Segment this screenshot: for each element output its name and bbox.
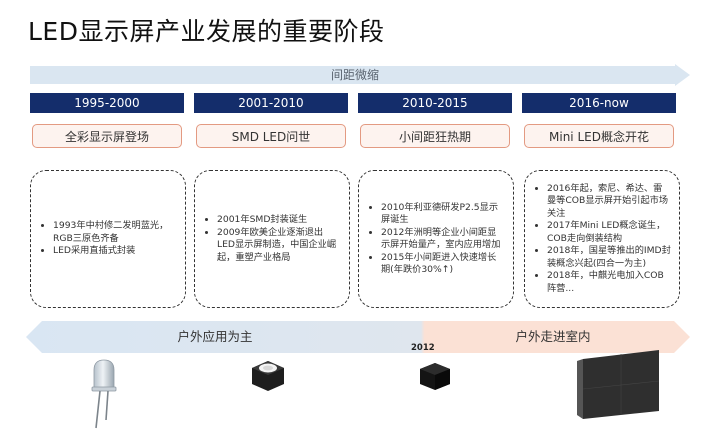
detail-item: LED采用直插式封装	[53, 245, 177, 258]
detail-item: 2009年欧美企业逐渐退出LED显示屏制造，中国企业崛起，重塑产业格局	[217, 227, 341, 265]
smd-led-image	[252, 361, 284, 391]
detail-item: 2010年利亚德研发P2.5显示屏诞生	[381, 202, 505, 227]
milestone-2: SMD LED问世	[196, 124, 346, 148]
detail-box-1: 1993年中村修二发明蓝光，RGB三原色齐备 LED采用直插式封装	[30, 170, 186, 308]
application-shift-arrow	[26, 321, 690, 353]
detail-item: 2016年起，索尼、希达、雷曼等COB显示屏开始引起市场关注	[547, 183, 671, 221]
detail-item: 2001年SMD封装诞生	[217, 214, 341, 227]
detail-box-3: 2010年利亚德研发P2.5显示屏诞生 2012年洲明等企业小间距显示屏开始量产…	[358, 170, 514, 308]
detail-item: 1993年中村修二发明蓝光，RGB三原色齐备	[53, 220, 177, 245]
page-title: LED显示屏产业发展的重要阶段	[28, 17, 385, 46]
milestone-3: 小间距狂热期	[360, 124, 510, 148]
period-header-3: 2010-2015	[358, 93, 512, 113]
display-cabinet-image	[577, 350, 660, 419]
outdoor-label: 户外应用为主	[177, 329, 253, 344]
period-header-1: 1995-2000	[30, 93, 184, 113]
milestone-4: Mini LED概念开花	[524, 124, 674, 148]
year-marker: 2012	[411, 343, 435, 353]
period-header-2: 2001-2010	[194, 93, 348, 113]
led-lamp-image	[91, 359, 117, 429]
detail-box-4: 2016年起，索尼、希达、雷曼等COB显示屏开始引起市场关注 2017年Mini…	[524, 170, 680, 308]
milestone-1: 全彩显示屏登场	[32, 124, 182, 148]
spacing-shrink-label: 间距微缩	[330, 68, 379, 82]
spacing-shrink-arrow	[30, 64, 690, 86]
detail-box-2: 2001年SMD封装诞生 2009年欧美企业逐渐退出LED显示屏制造，中国企业崛…	[194, 170, 350, 308]
indoor-label: 户外走进室内	[515, 329, 591, 344]
detail-item: 2012年洲明等企业小间距显示屏开始量产，室内应用增加	[381, 227, 505, 252]
period-header-4: 2016-now	[522, 93, 676, 113]
detail-item: 2015年小间距进入快速增长期(年跌价30%↑)	[381, 252, 505, 277]
detail-item: 2017年Mini LED概念诞生，COB走向倒装结构	[547, 220, 671, 245]
detail-item: 2018年，国星等推出的IMD封装概念兴起(四合一为主)	[547, 245, 671, 270]
mini-led-module-image	[420, 363, 450, 390]
detail-item: 2018年，中麒光电加入COB阵营...	[547, 270, 671, 295]
